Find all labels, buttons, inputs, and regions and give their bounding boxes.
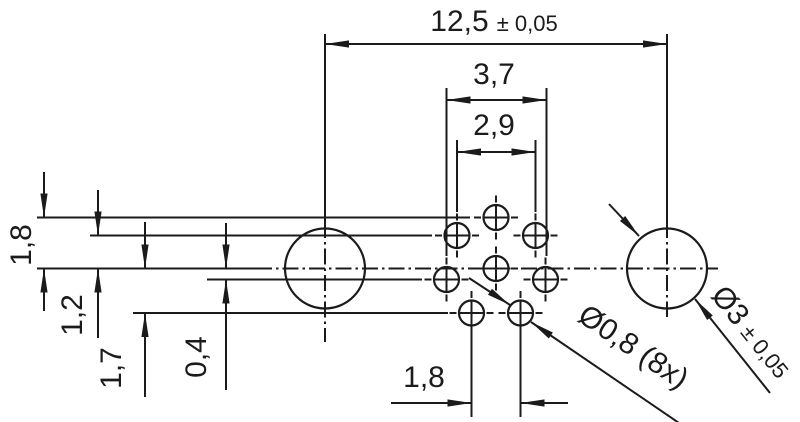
reference-lines (37, 34, 718, 417)
pin-hole-top (472, 194, 520, 241)
pin-hole-upper-right (512, 212, 559, 259)
leader-pin-hole-upper (468, 277, 511, 306)
dim-overall-text: 12,5± 0,05 (430, 5, 557, 38)
dimension-left-0-4: 0,4 (180, 223, 230, 390)
pin-hole-center (472, 245, 520, 292)
dim-2-9-text: 2,9 (473, 109, 515, 142)
mounting-hole-right (625, 227, 709, 310)
dim-1-8-left-text: 1,8 (5, 224, 38, 266)
dim-1-2-text: 1,2 (56, 294, 89, 336)
dimension-bottom-1-8: 1,8 (391, 361, 568, 407)
pin-hole-mid-right (522, 256, 569, 303)
dim-1-8-bottom-text: 1,8 (403, 361, 445, 394)
leader-mount-hole-upper (608, 203, 640, 237)
pin-hole-bottom-left (448, 289, 495, 337)
leader-pin-hole-label (530, 321, 680, 422)
dimension-2-9: 2,9 (457, 109, 536, 156)
pin-hole-upper-left (433, 212, 481, 259)
pin-hole-bottom-right (497, 289, 544, 337)
dimension-3-7: 3,7 (446, 58, 547, 104)
leader-mount-hole-label (694, 298, 771, 394)
dimension-left-1-2: 1,2 (56, 190, 102, 338)
dimension-left-1-8: 1,8 (5, 172, 48, 311)
dim-0-4-text: 0,4 (180, 336, 213, 378)
dimension-overall-12-5: 12,5± 0,05 (325, 5, 667, 48)
dim-1-7-text: 1,7 (95, 347, 128, 389)
dimension-left-1-7: 1,7 (95, 222, 149, 397)
holes (283, 194, 709, 337)
mounting-hole-left (283, 227, 367, 310)
dim-3-7-text: 3,7 (473, 58, 515, 91)
label-pin-diameter: Ø0,8 (8x) (572, 298, 694, 395)
pin-hole-mid-left (423, 256, 470, 303)
